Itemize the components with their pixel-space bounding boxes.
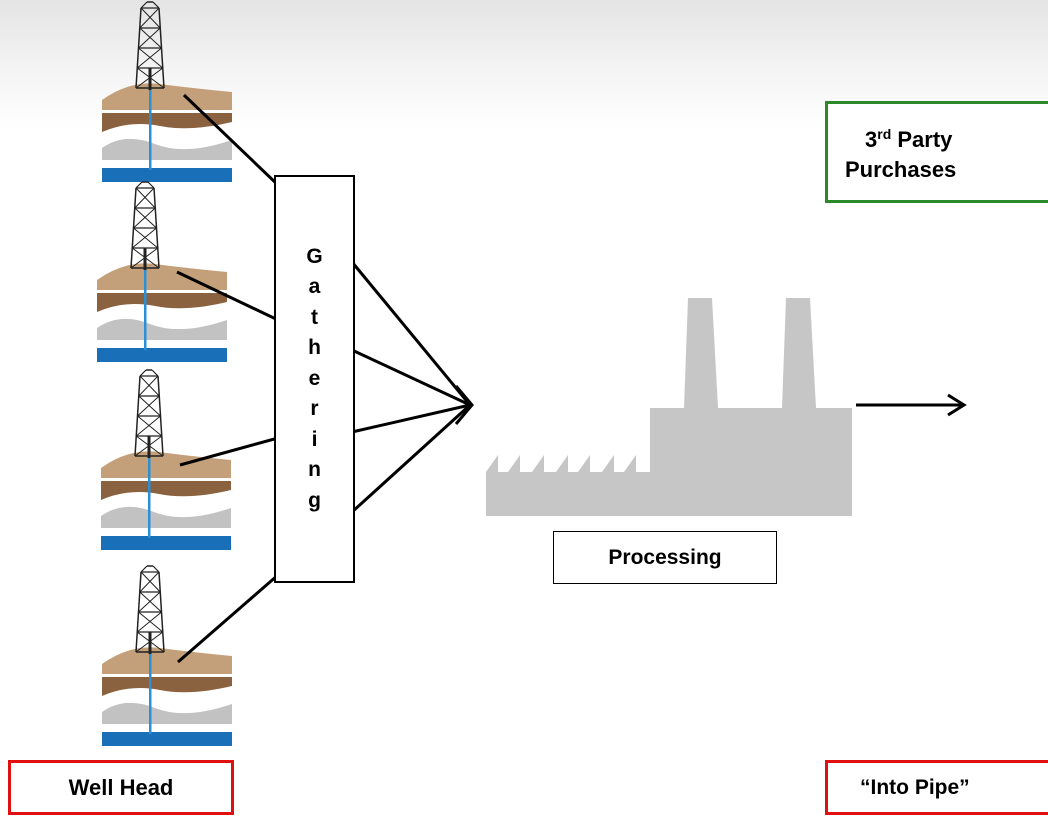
gather-arrow-1 <box>350 261 472 406</box>
third-party-superscript: rd <box>877 126 892 142</box>
gathering-letter: n <box>308 458 321 482</box>
well-head-text: Well Head <box>68 774 174 800</box>
well-2-connector <box>176 270 279 322</box>
gather-arrow-2 <box>351 348 471 407</box>
into-pipe-label: “Into Pipe” <box>825 760 1048 815</box>
gathering-letter: G <box>306 244 323 268</box>
gathering-letter: r <box>310 397 319 421</box>
well-1-connector <box>182 93 280 187</box>
gather-arrow-4 <box>350 403 472 514</box>
gathering-letter: i <box>311 427 318 451</box>
gathering-letter: t <box>311 305 318 329</box>
well-1-icon <box>102 2 232 182</box>
gathering-letter: g <box>308 488 321 512</box>
gathering-letter: a <box>308 275 321 299</box>
well-3-connector <box>179 436 279 467</box>
into-pipe-text: “Into Pipe” <box>860 775 970 799</box>
gathering-letter: e <box>308 366 321 390</box>
third-party-line2: Purchases <box>845 157 957 182</box>
factory-icon <box>486 298 852 516</box>
arrow-right-icon <box>947 393 967 417</box>
well-3-icon <box>101 370 231 550</box>
third-party-word: Party <box>897 127 953 152</box>
gather-arrow-3 <box>351 403 471 434</box>
processing-text: Processing <box>608 545 722 569</box>
third-party-purchases-label: 3rd Party Purchases <box>825 101 1048 203</box>
well-2-icon <box>97 182 227 362</box>
processing-label: Processing <box>553 531 777 584</box>
third-party-line1: 3rd Party <box>865 119 952 155</box>
gathering-letter: h <box>308 336 321 360</box>
well-head-label: Well Head <box>8 760 234 815</box>
well-4-icon <box>102 566 232 746</box>
arrow-right-icon <box>454 385 474 425</box>
gathering-box: G a t h e r i n g <box>274 175 355 583</box>
well-4-connector <box>177 573 279 664</box>
third-party-number: 3 <box>865 127 878 152</box>
